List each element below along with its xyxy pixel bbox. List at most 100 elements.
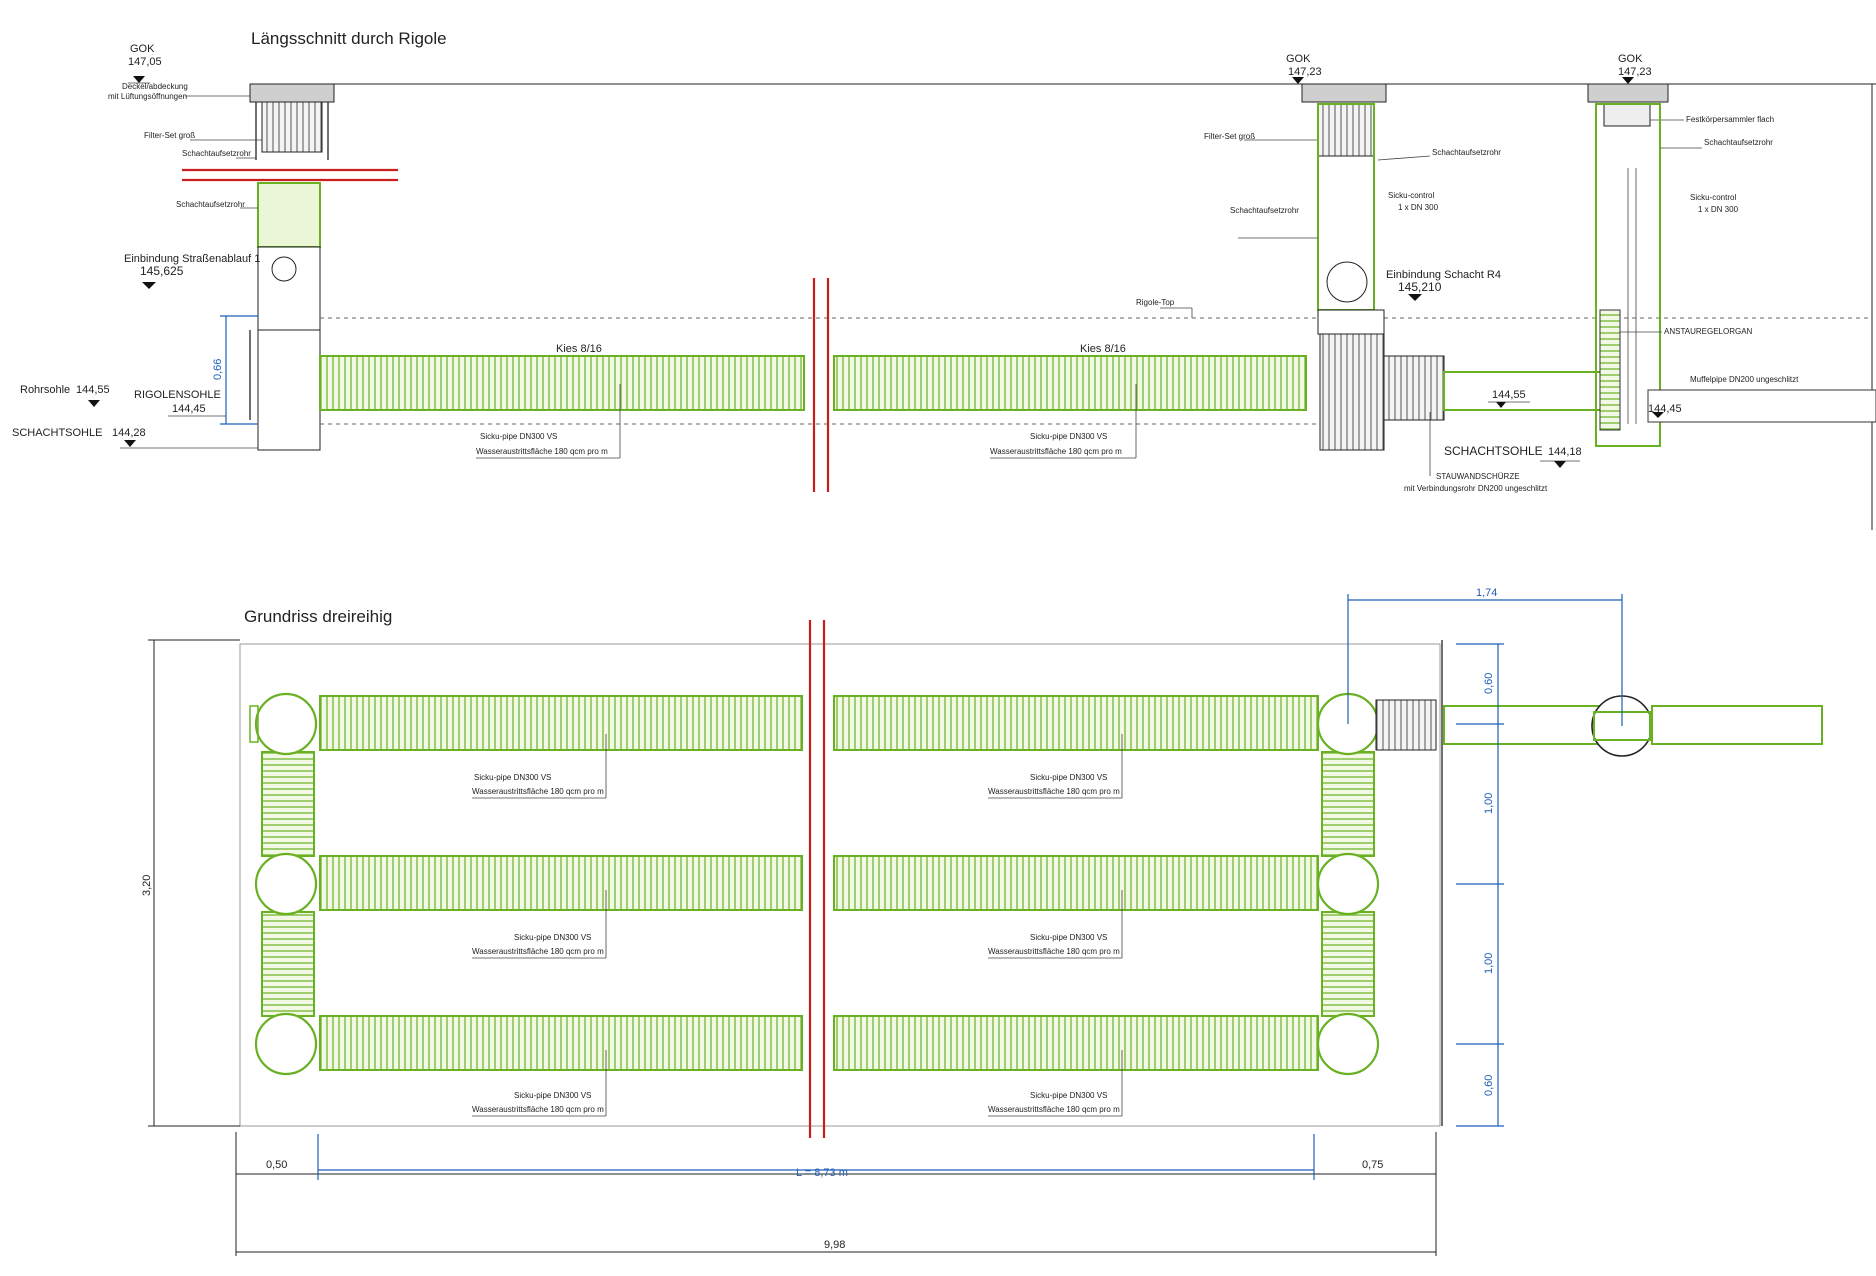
right-shaft-head xyxy=(1587,83,1669,103)
mid-shaft-collar xyxy=(1317,309,1385,335)
plan-title: Grundriss dreireihig xyxy=(244,607,392,626)
right-gok-marker xyxy=(1622,77,1634,84)
outlet-pipe xyxy=(1647,389,1876,423)
plan-outlet-pipe xyxy=(1651,705,1823,745)
mid-inlet-value: 145,210 xyxy=(1398,280,1442,294)
connector-value: 144,55 xyxy=(1492,389,1526,401)
left-cover-label-2: mit Lüftungsöffnungen xyxy=(108,92,187,101)
mid-shaft-body xyxy=(1319,333,1385,451)
plan-connector-left-upper xyxy=(261,751,315,857)
plan-rigole-outline xyxy=(239,643,1441,1127)
dim-length-text: L = 8,73 m xyxy=(796,1167,848,1179)
schachtsohle-right-label: SCHACHTSOHLE xyxy=(1444,444,1543,458)
right-organ-label: ANSTAUREGELORGAN xyxy=(1664,327,1753,336)
rigolensohle-label: RIGOLENSOHLE xyxy=(134,389,221,401)
gravel-right-label: Kies 8/16 xyxy=(1080,343,1126,355)
schachtsohle-left-value: 144,28 xyxy=(112,427,146,439)
plan-label-2-2: Wasseraustrittsfläche 180 qcm pro m xyxy=(988,787,1120,796)
left-shaft: GOK 147,05 Deckel/abdeckung mit Lüftungs… xyxy=(12,43,398,451)
left-inlet-marker xyxy=(142,282,156,289)
mid-control-label-1: Sicku-control xyxy=(1388,191,1434,200)
left-riser-tube xyxy=(257,182,321,248)
right-gok-value: 147,23 xyxy=(1618,66,1652,78)
plan-label-5-1: Sicku-pipe DN300 VS xyxy=(514,1091,591,1100)
right-outlet-label: Muffelpipe DN200 ungeschlitzt xyxy=(1690,375,1799,384)
section-pipe-left xyxy=(319,355,805,411)
mid-control-label-2: 1 x DN 300 xyxy=(1398,203,1439,212)
plan-label-1-2: Wasseraustrittsfläche 180 qcm pro m xyxy=(472,787,604,796)
schachtsohle-left-marker xyxy=(124,440,136,447)
right-control-label-2: 1 x DN 300 xyxy=(1698,205,1739,214)
plan-pipe-row-1-left xyxy=(319,695,803,751)
left-filter-label: Filter-Set groß xyxy=(144,131,195,140)
plan-label-2-1: Sicku-pipe DN300 VS xyxy=(1030,773,1107,782)
mid-riser-label-2: Schachtaufsetzrohr xyxy=(1230,206,1299,215)
rohrsohle-marker xyxy=(88,400,100,407)
right-gok-label: GOK xyxy=(1618,53,1643,65)
plan-pipe-row-3-left xyxy=(319,1015,803,1071)
left-inlet-label: Einbindung Straßenablauf 1 xyxy=(124,253,260,265)
right-shaft: GOK 147,23 Festkörpersammler flach Schac… xyxy=(1587,53,1876,447)
plan-label-5-2: Wasseraustrittsfläche 180 qcm pro m xyxy=(472,1105,604,1114)
stauwand-label-1: STAUWANDSCHÜRZE xyxy=(1436,472,1520,481)
right-control-label-1: Sicku-control xyxy=(1690,193,1736,202)
left-gok-marker xyxy=(133,76,145,83)
section-pipe-right-label-2: Wasseraustrittsfläche 180 qcm pro m xyxy=(990,447,1122,456)
plan-connector-right-upper xyxy=(1321,751,1375,857)
mid-shaft-head xyxy=(1301,83,1387,103)
rigole-top-label: Rigole-Top xyxy=(1136,298,1175,307)
schachtsohle-right-marker xyxy=(1554,461,1566,468)
section-pipe-right xyxy=(833,355,1307,411)
section-pipe-left-label-2: Wasseraustrittsfläche 180 qcm pro m xyxy=(476,447,608,456)
plan-pipe-row-2-right xyxy=(833,855,1319,911)
connector-marker xyxy=(1496,402,1506,408)
dim-060-bottom-text: 0,60 xyxy=(1483,1075,1495,1096)
plan-shaft-left-1 xyxy=(254,692,318,756)
dim-chain-vertical: 0,60 1,00 1,00 0,60 xyxy=(1456,643,1504,1127)
left-gok-value: 147,05 xyxy=(128,56,162,68)
mid-gok-value: 147,23 xyxy=(1288,66,1322,78)
dim-total-text: 9,98 xyxy=(824,1239,845,1251)
left-riser-label-2: Schachtaufsetzrohr xyxy=(176,200,245,209)
plan-pipe-row-3-right xyxy=(833,1015,1319,1071)
mid-inlet-opening xyxy=(1326,261,1368,303)
dim-100-b-text: 1,00 xyxy=(1483,953,1495,974)
rohrsohle-value: 144,55 xyxy=(76,384,110,396)
right-outlet-value: 144,45 xyxy=(1648,403,1682,415)
dim-060-top-text: 0,60 xyxy=(1483,673,1495,694)
right-collector xyxy=(1603,103,1651,127)
plan-pipe-row-2-left xyxy=(319,855,803,911)
left-cover-label-1: Deckel/abdeckung xyxy=(122,82,188,91)
mid-riser-label-1: Schachtaufsetzrohr xyxy=(1432,148,1501,157)
left-inlet-value: 145,625 xyxy=(140,264,184,278)
left-inlet-opening xyxy=(271,256,297,282)
dim-right-text: 0,75 xyxy=(1362,1159,1383,1171)
mid-riser-leader-1 xyxy=(1377,155,1431,161)
middle-shaft: GOK 147,23 Filter-Set groß Schachtaufset… xyxy=(1204,53,1613,493)
left-filter-basket xyxy=(261,101,323,153)
mid-inlet-label: Einbindung Schacht R4 xyxy=(1386,269,1501,281)
plan-left-inlet-stub xyxy=(249,705,259,743)
dim-174: 1,74 xyxy=(1347,587,1623,726)
section-pipe-right-label-1: Sicku-pipe DN300 VS xyxy=(1030,432,1107,441)
stauwand-label-2: mit Verbindungsrohr DN200 ungeschlitzt xyxy=(1404,484,1548,493)
left-shaft-sump xyxy=(257,329,321,451)
plan-label-4-2: Wasseraustrittsfläche 180 qcm pro m xyxy=(988,947,1120,956)
plan-label-3-1: Sicku-pipe DN300 VS xyxy=(514,933,591,942)
dim-bottom: 0,50 L = 8,73 m 0,75 9,98 xyxy=(235,1132,1437,1256)
right-outlet-marker xyxy=(1652,412,1664,418)
dim-174-text: 1,74 xyxy=(1476,587,1497,599)
right-collector-label: Festkörpersammler flach xyxy=(1686,115,1774,124)
gravel-left-label: Kies 8/16 xyxy=(556,343,602,355)
plan-label-1-1: Sicku-pipe DN300 VS xyxy=(474,773,551,782)
schachtsohle-left-label: SCHACHTSOHLE xyxy=(12,427,102,439)
plan-pipe-row-1-right xyxy=(833,695,1319,751)
connector-pipe xyxy=(1443,371,1613,411)
plan-stauwand xyxy=(1375,699,1437,751)
plan-label-6-1: Sicku-pipe DN300 VS xyxy=(1030,1091,1107,1100)
plan-connector-left-lower xyxy=(261,911,315,1017)
mid-inlet-marker xyxy=(1408,294,1422,301)
plan-label-4-1: Sicku-pipe DN300 VS xyxy=(1030,933,1107,942)
dim-left-text: 0,50 xyxy=(266,1159,287,1171)
longitudinal-section: Längsschnitt durch Rigole GOK 147,05 Dec… xyxy=(12,29,1876,530)
